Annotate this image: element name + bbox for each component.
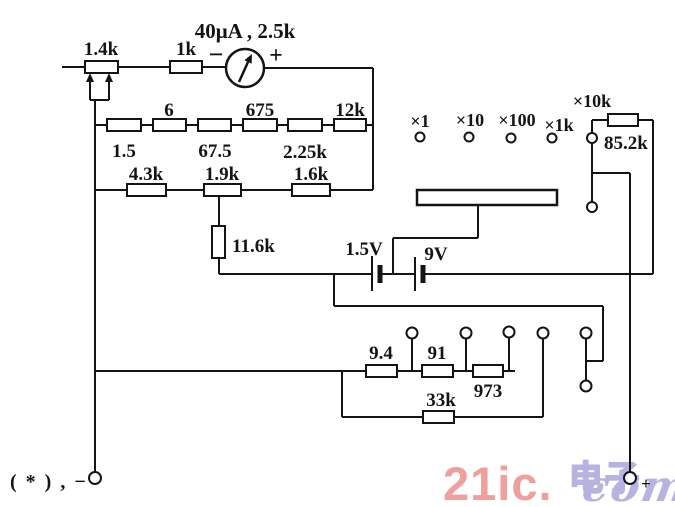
- shunt-row: 9.4 91 973 33k: [365, 325, 593, 424]
- label-2p25k: 2.25k: [283, 142, 327, 163]
- shunt-contact-2: [459, 326, 473, 340]
- zero-adjust-pot: 1.4k: [84, 39, 119, 101]
- pot-wiper-lines: [89, 80, 110, 101]
- label-973: 973: [474, 381, 503, 402]
- shunt-contact-1: [405, 326, 419, 340]
- resistor-33k: [422, 410, 455, 424]
- divider-row: 4.3k 1.9k 1.6k: [126, 164, 331, 197]
- label-x10: ×10: [456, 110, 484, 130]
- label-meter-rating: 40μA , 2.5k: [195, 19, 296, 43]
- label-6: 6: [164, 100, 174, 121]
- resistor-1p6k: [291, 183, 331, 197]
- resistor-1p9k: [203, 183, 242, 197]
- galvanometer: 40μA , 2.5k − +: [195, 19, 296, 89]
- resistor-1-4k: [84, 60, 119, 74]
- label-9p4: 9.4: [369, 343, 393, 364]
- label-1p6k: 1.6k: [294, 164, 329, 185]
- meter-needle-icon: [237, 61, 250, 83]
- label-9v: 9V: [424, 244, 448, 265]
- contact-x1: [414, 131, 426, 143]
- label-675: 675: [246, 100, 275, 121]
- label-67p5: 67.5: [198, 141, 231, 162]
- resistor-11p6k: [211, 225, 226, 259]
- label-meter-minus: −: [209, 40, 224, 69]
- pot-wiper-arrow-icon: [86, 73, 94, 82]
- pot-wiper-arrow-icon: [105, 73, 113, 82]
- label-meter-plus: +: [269, 43, 283, 69]
- resistor-2p25k: [287, 118, 323, 132]
- resistor-4p3k: [126, 183, 167, 197]
- watermark-brand: 21ic.: [443, 457, 553, 507]
- resistor-12k: [333, 118, 367, 132]
- resistor-6: [152, 118, 187, 132]
- label-11p6k: 11.6k: [232, 236, 275, 257]
- resistor-67p5: [197, 118, 232, 132]
- label-12k: 12k: [335, 100, 365, 121]
- shunt-contact-4: [536, 326, 550, 340]
- label-x1k: ×1k: [544, 115, 573, 135]
- contact-x1k: [546, 132, 558, 144]
- range-selector: ×1 ×10 ×100 ×1k ×10k: [410, 91, 611, 213]
- terminal-positive: +: [623, 471, 651, 493]
- resistor-9p4: [365, 364, 398, 378]
- resistor-1p5: [106, 118, 142, 132]
- label-1p5: 1.5: [112, 141, 136, 162]
- battery-1-5v: 1.5V: [345, 239, 383, 291]
- terminal-positive-post: [623, 471, 637, 485]
- battery-9v: 9V: [414, 244, 448, 291]
- resistor-675: [242, 118, 278, 132]
- shunt-contact-3: [502, 325, 516, 339]
- label-terminal-positive: +: [641, 474, 651, 493]
- resistor-85p2k: [607, 113, 639, 127]
- label-85p2k: 85.2k: [604, 133, 648, 154]
- contact-link-upper: [586, 201, 598, 213]
- shunt-contact-5: [579, 326, 593, 340]
- label-x10k: ×10k: [573, 91, 611, 111]
- label-1p9k: 1.9k: [205, 164, 240, 185]
- label-1k: 1k: [176, 39, 197, 60]
- label-pot-1-4k: 1.4k: [84, 39, 119, 60]
- link-contact-lower: [579, 379, 593, 393]
- label-91: 91: [428, 343, 447, 364]
- selector-wiper-bar: [415, 188, 559, 207]
- multiplier-chain: 1.5 6 67.5 675 2.25k 12k: [106, 100, 367, 163]
- resistor-973: [472, 364, 504, 378]
- contact-x100: [505, 132, 517, 144]
- label-33k: 33k: [426, 390, 456, 411]
- wire-segments: [62, 66, 654, 472]
- contact-x10k: [586, 132, 598, 144]
- terminal-negative: ( * ) , −: [10, 471, 102, 493]
- label-terminal-negative: ( * ) , −: [10, 471, 88, 493]
- contact-x10: [463, 131, 475, 143]
- meter-needle-arrowhead-icon: [244, 54, 252, 64]
- resistor-91: [421, 364, 454, 378]
- resistor-1k: [169, 60, 203, 74]
- label-4p3k: 4.3k: [129, 164, 164, 185]
- label-x100: ×100: [498, 110, 535, 130]
- label-x1: ×1: [410, 111, 429, 131]
- label-1-5v: 1.5V: [345, 239, 383, 260]
- terminal-negative-post: [88, 471, 102, 485]
